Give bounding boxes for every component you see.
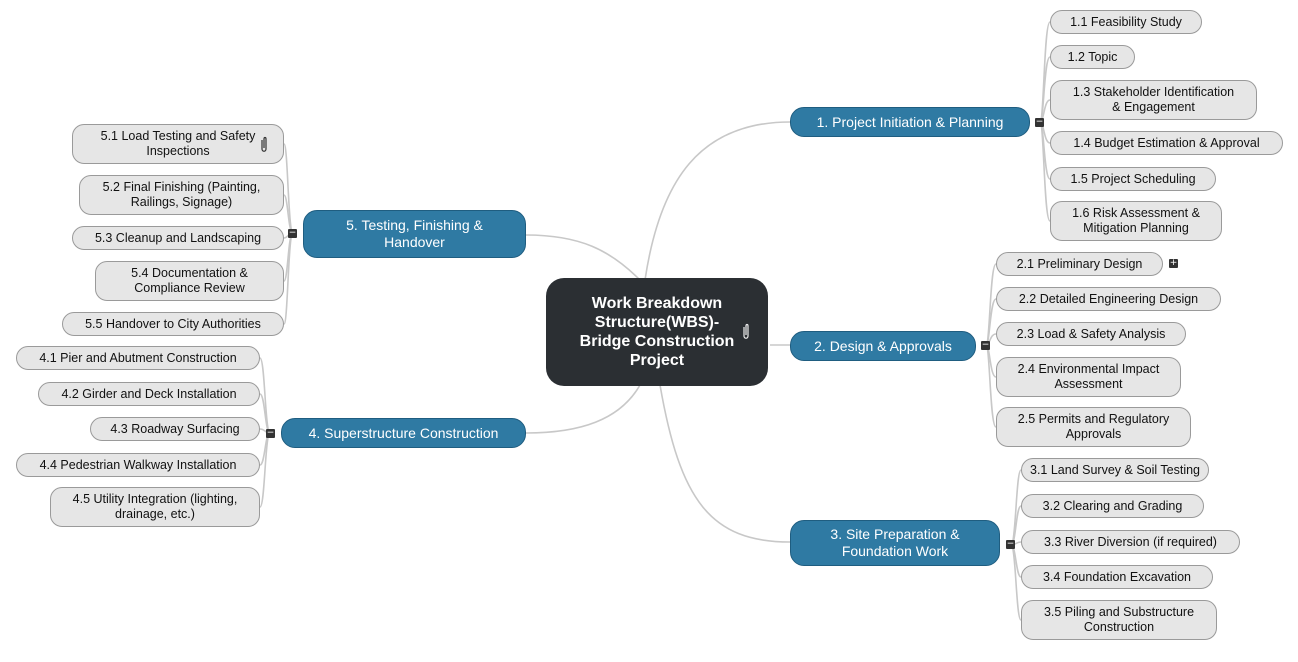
branch-label: 5. Testing, Finishing & Handover	[346, 217, 483, 250]
topic-label: 4.4 Pedestrian Walkway Installation	[39, 457, 237, 472]
branch-design-approvals[interactable]: 2. Design & Approvals	[790, 331, 976, 361]
topic-1-2[interactable]: 1.2 Topic	[1050, 45, 1135, 69]
topic-4-5[interactable]: 4.5 Utility Integration (lighting, drain…	[50, 487, 260, 527]
collapse-toggle-icon[interactable]: −	[288, 228, 297, 238]
topic-1-3[interactable]: 1.3 Stakeholder Identification & Engagem…	[1050, 80, 1257, 120]
collapse-toggle-icon[interactable]: −	[981, 340, 990, 350]
topic-3-5[interactable]: 3.5 Piling and Substructure Construction	[1021, 600, 1217, 640]
topic-label: 2.3 Load & Safety Analysis	[1016, 326, 1166, 341]
topic-5-4[interactable]: 5.4 Documentation & Compliance Review	[95, 261, 284, 301]
topic-3-4[interactable]: 3.4 Foundation Excavation	[1021, 565, 1213, 589]
topic-5-5[interactable]: 5.5 Handover to City Authorities	[62, 312, 284, 336]
topic-label: 2.4 Environmental Impact Assessment	[1017, 362, 1160, 391]
branch-label: 4. Superstructure Construction	[308, 424, 499, 441]
topic-1-5[interactable]: 1.5 Project Scheduling	[1050, 167, 1216, 191]
topic-label: 5.1 Load Testing and Safety Inspections	[100, 129, 256, 158]
topic-3-2[interactable]: 3.2 Clearing and Grading	[1021, 494, 1204, 518]
topic-label: 3.4 Foundation Excavation	[1042, 569, 1192, 584]
topic-label: 3.2 Clearing and Grading	[1042, 498, 1183, 513]
collapse-toggle-icon[interactable]: −	[266, 428, 275, 438]
topic-4-3[interactable]: 4.3 Roadway Surfacing	[90, 417, 260, 441]
topic-4-1[interactable]: 4.1 Pier and Abutment Construction	[16, 346, 260, 370]
topic-3-1[interactable]: 3.1 Land Survey & Soil Testing	[1021, 458, 1209, 482]
branch-testing-handover[interactable]: 5. Testing, Finishing & Handover	[303, 210, 526, 258]
topic-4-2[interactable]: 4.2 Girder and Deck Installation	[38, 382, 260, 406]
topic-3-3[interactable]: 3.3 River Diversion (if required)	[1021, 530, 1240, 554]
topic-label: 1.5 Project Scheduling	[1070, 171, 1196, 186]
central-topic[interactable]: Work Breakdown Structure(WBS)- Bridge Co…	[546, 278, 768, 386]
topic-2-4[interactable]: 2.4 Environmental Impact Assessment	[996, 357, 1181, 397]
topic-label: 5.3 Cleanup and Landscaping	[94, 230, 262, 245]
topic-2-2[interactable]: 2.2 Detailed Engineering Design	[996, 287, 1221, 311]
topic-label: 2.5 Permits and Regulatory Approvals	[1017, 412, 1170, 441]
topic-label: 1.1 Feasibility Study	[1070, 14, 1182, 29]
topic-1-4[interactable]: 1.4 Budget Estimation & Approval	[1050, 131, 1283, 155]
attachment-icon[interactable]	[741, 323, 751, 341]
topic-label: 1.3 Stakeholder Identification & Engagem…	[1072, 85, 1235, 114]
branch-site-preparation[interactable]: 3. Site Preparation & Foundation Work	[790, 520, 1000, 566]
topic-2-5[interactable]: 2.5 Permits and Regulatory Approvals	[996, 407, 1191, 447]
topic-label: 4.5 Utility Integration (lighting, drain…	[72, 492, 238, 521]
attachment-icon[interactable]	[259, 136, 269, 154]
topic-label: 4.3 Roadway Surfacing	[110, 421, 240, 436]
topic-label: 1.2 Topic	[1067, 49, 1118, 64]
topic-2-1[interactable]: 2.1 Preliminary Design	[996, 252, 1163, 276]
topic-label: 1.6 Risk Assessment & Mitigation Plannin…	[1072, 206, 1200, 235]
collapse-toggle-icon[interactable]: −	[1006, 539, 1015, 549]
topic-label: 3.1 Land Survey & Soil Testing	[1030, 462, 1201, 477]
topic-label: 4.2 Girder and Deck Installation	[61, 386, 237, 401]
topic-5-3[interactable]: 5.3 Cleanup and Landscaping	[72, 226, 284, 250]
topic-4-4[interactable]: 4.4 Pedestrian Walkway Installation	[16, 453, 260, 477]
branch-label: 1. Project Initiation & Planning	[816, 113, 1004, 130]
branch-label: 2. Design & Approvals	[814, 337, 952, 354]
topic-5-2[interactable]: 5.2 Final Finishing (Painting, Railings,…	[79, 175, 284, 215]
topic-label: 5.4 Documentation & Compliance Review	[131, 266, 248, 295]
branch-project-initiation[interactable]: 1. Project Initiation & Planning	[790, 107, 1030, 137]
topic-label: 5.2 Final Finishing (Painting, Railings,…	[102, 180, 261, 209]
topic-label: 2.2 Detailed Engineering Design	[1018, 291, 1199, 306]
topic-1-6[interactable]: 1.6 Risk Assessment & Mitigation Plannin…	[1050, 201, 1222, 241]
topic-label: 2.1 Preliminary Design	[1016, 256, 1143, 271]
topic-5-1[interactable]: 5.1 Load Testing and Safety Inspections	[72, 124, 284, 164]
expand-toggle-icon[interactable]: +	[1169, 258, 1178, 268]
topic-1-1[interactable]: 1.1 Feasibility Study	[1050, 10, 1202, 34]
topic-2-3[interactable]: 2.3 Load & Safety Analysis	[996, 322, 1186, 346]
central-topic-title: Work Breakdown Structure(WBS)- Bridge Co…	[579, 295, 735, 369]
topic-label: 5.5 Handover to City Authorities	[85, 316, 261, 331]
topic-label: 3.5 Piling and Substructure Construction	[1043, 605, 1195, 634]
branch-label: 3. Site Preparation & Foundation Work	[830, 526, 960, 559]
topic-label: 3.3 River Diversion (if required)	[1044, 534, 1217, 549]
topic-label: 4.1 Pier and Abutment Construction	[39, 350, 237, 365]
topic-label: 1.4 Budget Estimation & Approval	[1073, 135, 1260, 150]
collapse-toggle-icon[interactable]: −	[1035, 117, 1044, 127]
branch-superstructure[interactable]: 4. Superstructure Construction	[281, 418, 526, 448]
